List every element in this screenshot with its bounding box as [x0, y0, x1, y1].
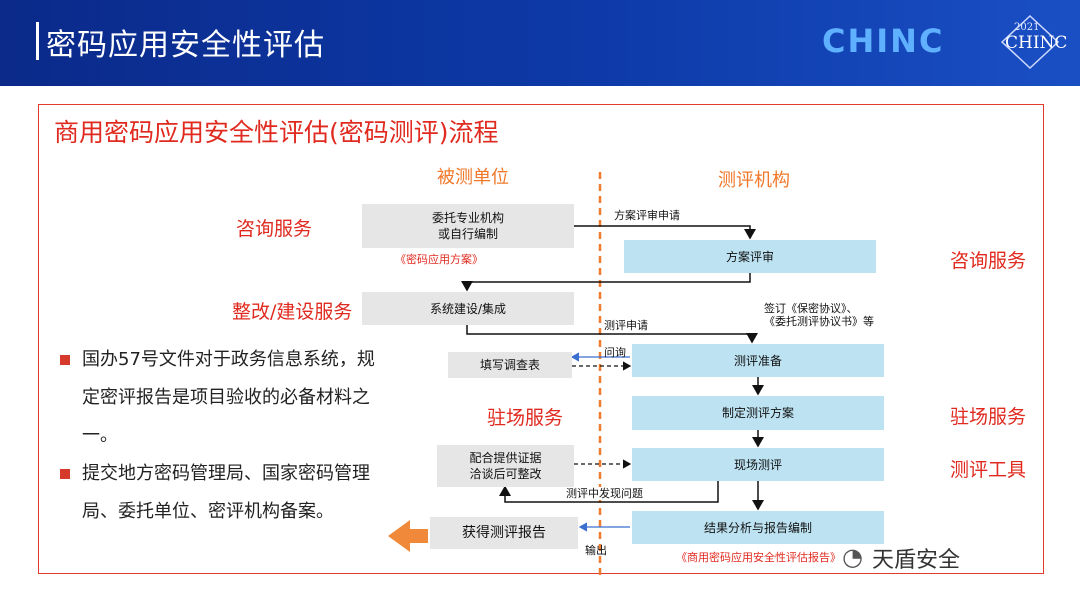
bullet-square-icon — [60, 469, 70, 479]
logo-chinc-small: CHINC — [1005, 33, 1068, 53]
label-inquiry: 问询 — [604, 346, 626, 359]
arrow-found-issue — [499, 481, 719, 503]
page-title: 密码应用安全性评估 — [46, 28, 325, 63]
chinc-logo-text: CHINC — [822, 22, 945, 60]
flow-title: 商用密码应用安全性评估(密码测评)流程 — [54, 118, 499, 147]
box-provide-evidence: 配合提供证据 洽谈后可整改 — [437, 445, 574, 487]
bullet-square-icon — [60, 355, 70, 365]
wechat-icon: ◔ — [842, 543, 863, 571]
service-tools: 测评工具 — [950, 459, 1027, 481]
title-accent-bar — [36, 22, 39, 60]
logo-year: 2021 — [1014, 22, 1040, 33]
service-consult-right: 咨询服务 — [950, 250, 1027, 272]
bullet-item: 提交地方密码管理局、国家密码管理局、委托单位、密评机构备案。 — [60, 455, 390, 531]
column-head-eval-agency: 测评机构 — [718, 170, 790, 191]
label-scheme-apply: 方案评审申请 — [614, 209, 680, 222]
box-commission: 委托专业机构 或自行编制 — [362, 204, 574, 248]
box-system-build: 系统建设/集成 — [362, 292, 574, 325]
header-bar: 密码应用安全性评估 CHINC 2021 CHINC — [0, 0, 1080, 86]
content-frame — [38, 104, 1044, 574]
big-orange-arrow-icon — [388, 520, 428, 552]
label-output: 输出 — [585, 544, 607, 557]
arrow-scheme-apply — [574, 225, 756, 240]
label-eval-apply: 测评申请 — [604, 319, 648, 332]
column-head-tested-unit: 被测单位 — [437, 167, 509, 188]
bullet-list: 国办57号文件对于政务信息系统，规定密评报告是项目验收的必备材料之一。 提交地方… — [60, 341, 390, 531]
arrow-eval-apply — [466, 325, 758, 344]
box-get-report: 获得测评报告 — [430, 517, 578, 549]
box-analysis: 结果分析与报告编制 — [632, 511, 884, 544]
service-rectify: 整改/建设服务 — [232, 301, 353, 323]
box-scheme-review: 方案评审 — [624, 240, 876, 273]
bullet-text: 提交地方密码管理局、国家密码管理局、委托单位、密评机构备案。 — [82, 463, 370, 522]
note-eval-report: 《商用密码应用安全性评估报告》 — [676, 551, 841, 564]
box-make-plan: 制定测评方案 — [632, 396, 884, 430]
note-crypto-plan: 《密码应用方案》 — [395, 253, 483, 266]
box-onsite-eval: 现场测评 — [632, 448, 884, 481]
bullet-text: 国办57号文件对于政务信息系统，规定密评报告是项目验收的必备材料之一。 — [82, 349, 375, 446]
bullet-item: 国办57号文件对于政务信息系统，规定密评报告是项目验收的必备材料之一。 — [60, 341, 390, 455]
service-consult-left: 咨询服务 — [236, 218, 313, 240]
watermark-text: 天盾安全 — [872, 548, 961, 573]
label-sign-agreements: 签订《保密协议》、 《委托测评协议书》等 — [764, 302, 874, 328]
box-eval-prepare: 测评准备 — [632, 344, 884, 377]
label-found-issue: 测评中发现问题 — [566, 487, 643, 500]
service-onsite-left: 驻场服务 — [487, 407, 564, 429]
service-onsite-right: 驻场服务 — [950, 406, 1027, 428]
arrow-review-to-build — [461, 272, 751, 292]
box-fill-survey: 填写调查表 — [448, 352, 572, 378]
